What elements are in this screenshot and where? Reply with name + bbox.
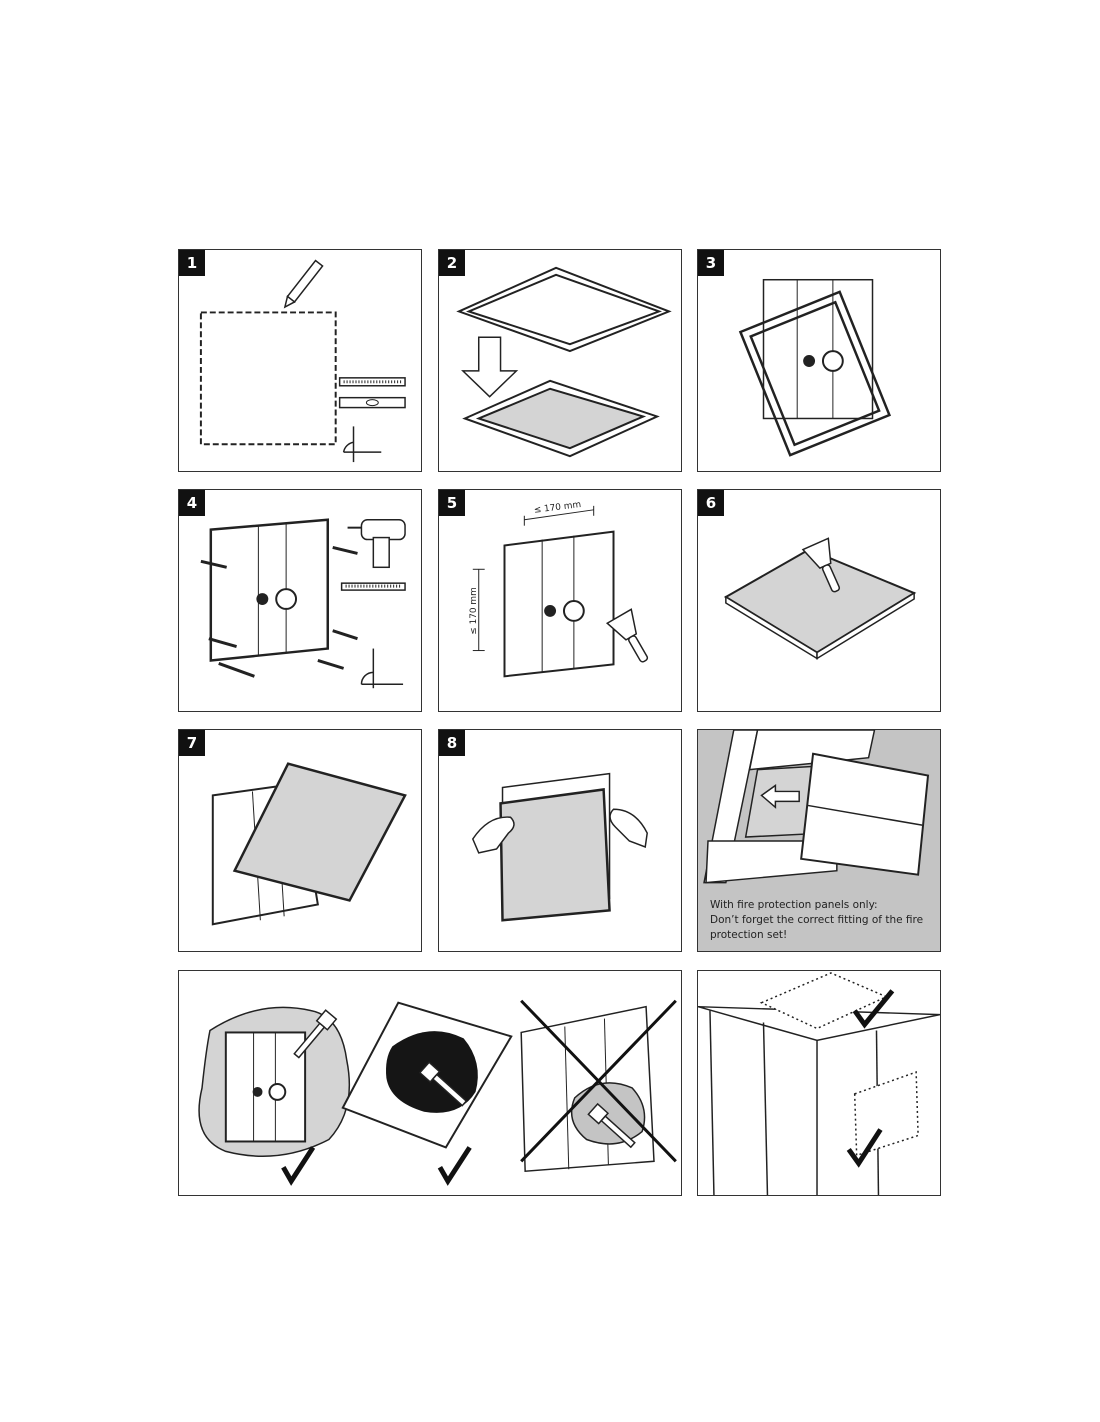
cross-icon [520, 999, 677, 1163]
spirit-level-icon [338, 396, 406, 409]
step-number: 8 [439, 730, 465, 756]
adhesive-methods-illustration [198, 999, 677, 1186]
valve-icon [252, 1083, 287, 1101]
note-line-2: Don’t forget the correct fitting of the … [710, 914, 924, 926]
right-angle-icon [360, 648, 404, 689]
ruler-icon [338, 377, 406, 387]
step-2-panel: 2 [438, 249, 682, 472]
note-line-3: protection set! [710, 929, 788, 941]
ruler-icon [340, 582, 406, 591]
valve-icon [256, 588, 298, 610]
checkmark-icon [437, 1146, 472, 1186]
scraper-icon [605, 608, 649, 663]
checkmark-icon [281, 1146, 316, 1186]
step-number: 2 [439, 250, 465, 276]
step-number: 7 [179, 730, 205, 756]
ceiling-and-wall-illustration [698, 972, 940, 1195]
frame-insert-illustration [738, 278, 892, 457]
step-1-panel: 1 [178, 249, 422, 472]
step-5-panel: 5 ≤ 170 mm ≤ 170 mm [438, 489, 682, 712]
step-3-panel: 3 [697, 249, 941, 472]
step-number: 6 [698, 490, 724, 516]
fire-protection-note: With fire protection panels only: Don’t … [710, 898, 938, 943]
step-8-panel: 8 [438, 729, 682, 952]
trowel-icon [418, 1061, 468, 1107]
step-4-panel: 4 [178, 489, 422, 712]
scraper-icon [801, 537, 841, 593]
installation-positions-panel [697, 970, 941, 1196]
down-arrow-icon [461, 336, 519, 398]
step-number: 1 [179, 250, 205, 276]
valve-icon [544, 600, 585, 622]
note-line-1: With fire protection panels only: [710, 899, 878, 911]
checkmark-icon [852, 989, 895, 1029]
right-angle-icon [342, 426, 382, 463]
valve-icon [803, 350, 844, 372]
trowel-icon [587, 1102, 636, 1149]
step-7-panel: 7 [178, 729, 422, 952]
panel-hanging-illustration [211, 762, 407, 926]
step-number: 5 [439, 490, 465, 516]
trowel-icon [293, 1009, 338, 1059]
step-6-panel: 6 [697, 489, 941, 712]
dimension-label-side: ≤ 170 mm [469, 587, 479, 634]
panel-pressing-illustration [471, 772, 648, 922]
frame-fixing-illustration [200, 518, 406, 689]
adhesive-application-panel [178, 970, 682, 1196]
drill-icon [347, 518, 406, 569]
left-arrow-icon [760, 784, 800, 809]
pencil-icon [283, 259, 324, 309]
adhesive-applied-panel-illustration [723, 537, 917, 660]
checkmark-icon [846, 1128, 883, 1168]
fire-protection-panel: With fire protection panels only: Don’t … [697, 729, 941, 952]
hand-icon [471, 808, 648, 854]
frame-assembly-illustration [456, 266, 672, 458]
mark-out-illustration [199, 259, 406, 463]
step-number: 3 [698, 250, 724, 276]
screw-icon [200, 546, 358, 678]
dimension-label-top: ≤ 170 mm [533, 500, 581, 516]
fire-protection-set-illustration [703, 730, 930, 884]
step-number: 4 [179, 490, 205, 516]
spacing-illustration: ≤ 170 mm ≤ 170 mm [469, 500, 649, 678]
